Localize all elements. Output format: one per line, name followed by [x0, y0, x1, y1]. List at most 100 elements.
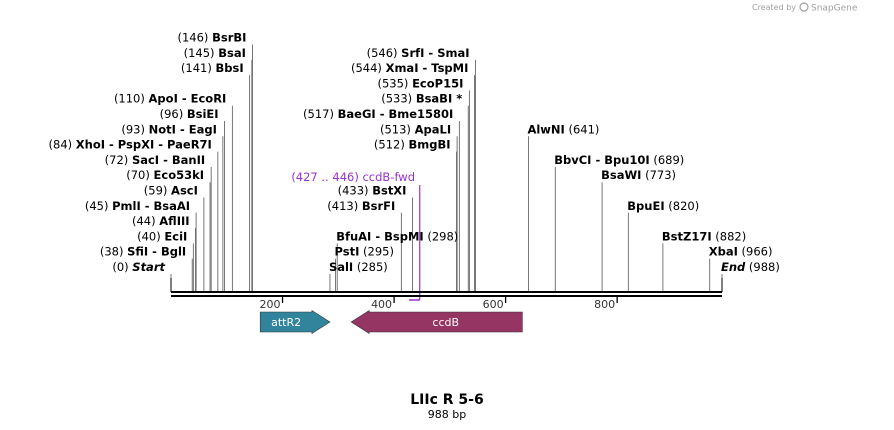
feature-label: ccdB: [432, 316, 459, 329]
sequence-backbone: [170, 278, 723, 297]
site-name: BbsI: [216, 61, 244, 75]
site-bstxi[interactable]: (433) BstXI: [338, 184, 407, 198]
feature-arrow: [350, 309, 523, 335]
site-bsai[interactable]: (145) BsaI: [184, 46, 246, 60]
site-end[interactable]: End (988): [721, 260, 780, 274]
site-apali[interactable]: (513) ApaLI: [380, 122, 451, 136]
site-position: (44): [132, 214, 159, 228]
site-position: (535): [377, 76, 412, 90]
site-name: ApaLI: [415, 122, 452, 136]
site-position: (298): [424, 229, 459, 243]
site-name: PstI: [335, 245, 360, 259]
site-position: (546): [367, 46, 402, 60]
site-xbai[interactable]: XbaI (966): [709, 245, 773, 259]
site-pmli-bsaai[interactable]: (45) PmlI - BsaAI: [85, 199, 190, 213]
feature-ccdb[interactable]: ccdB: [350, 309, 523, 335]
site-position: (96): [160, 107, 187, 121]
site-ecop15i[interactable]: (535) EcoP15I: [377, 76, 463, 90]
site-position: (517): [303, 107, 338, 121]
site-name: SrfI - SmaI: [401, 46, 469, 60]
site-position: (40): [137, 229, 164, 243]
site-position: (72): [105, 153, 132, 167]
plasmid-length: 988 bp: [428, 408, 466, 421]
site-position: (966): [738, 245, 773, 259]
site-name: EcoP15I: [412, 76, 463, 90]
site-name: BstZ17I: [662, 229, 712, 243]
site-position: (38): [100, 245, 127, 259]
site-ecii[interactable]: (40) EciI: [137, 229, 187, 243]
site-srfi-smai[interactable]: (546) SrfI - SmaI: [367, 46, 470, 60]
site-position: (141): [181, 61, 216, 75]
snapgene-logo-icon: [799, 2, 809, 12]
site-position: (988): [745, 260, 780, 274]
feature-label: attR2: [271, 316, 301, 329]
site-position: (820): [665, 199, 700, 213]
site-noti-eagi[interactable]: (93) NotI - EagI: [121, 122, 216, 136]
site-saci-banii[interactable]: (72) SacI - BanII: [105, 153, 205, 167]
site-bbvci-bpu10i[interactable]: BbvCI - Bpu10I (689): [554, 153, 684, 167]
site-position: (641): [565, 122, 600, 136]
site-position: (513): [380, 122, 415, 136]
site-psti[interactable]: PstI (295): [335, 245, 394, 259]
site-name: BpuEI: [627, 199, 664, 213]
site-position: (285): [353, 260, 388, 274]
site-apoi-ecori[interactable]: (110) ApoI - EcoRI: [114, 92, 226, 106]
site-xmai-tspmi[interactable]: (544) XmaI - TspMI: [351, 61, 468, 75]
site-bsrfi[interactable]: (413) BsrFI: [327, 199, 395, 213]
site-bpuei[interactable]: BpuEI (820): [627, 199, 699, 213]
site-name: AlwNI: [527, 122, 564, 136]
ruler-tick-label: 200: [260, 298, 281, 311]
site-eco53ki[interactable]: (70) Eco53kI: [126, 168, 204, 182]
site-name: BstXI: [372, 184, 406, 198]
site-bbsi[interactable]: (141) BbsI: [181, 61, 244, 75]
site-name: BaeGI - Bme1580I: [338, 107, 454, 121]
site-position: (110): [114, 92, 149, 106]
site-position: (93): [121, 122, 148, 136]
site-position: (146): [178, 31, 213, 45]
site-connector-lines: [170, 44, 723, 291]
site-name: ApoI - EcoRI: [149, 92, 227, 106]
site-name: BmgBI: [409, 138, 451, 152]
site-name: Start: [132, 260, 165, 274]
site-bsabi[interactable]: (533) BsaBI *: [381, 92, 462, 106]
primer-label: (427 .. 446) ccdB-fwd: [291, 170, 415, 184]
site-name: AscI: [171, 184, 198, 198]
site-alwni[interactable]: AlwNI (641): [527, 122, 599, 136]
site-name: End: [721, 260, 746, 274]
site-name: SalI: [329, 260, 353, 274]
primer-ccdb-fwd[interactable]: (427 .. 446) ccdB-fwd: [291, 170, 421, 301]
site-name: AflIII: [159, 214, 189, 228]
site-xhoi-pspxi-paer7i[interactable]: (84) XhoI - PspXI - PaeR7I: [49, 138, 212, 152]
site-bsiei[interactable]: (96) BsiEI: [160, 107, 219, 121]
feature-arrow: [259, 309, 331, 335]
feature-attr2[interactable]: attR2: [259, 309, 331, 335]
site-position: (45): [85, 199, 112, 213]
ruler-tick-label: 400: [371, 298, 392, 311]
site-name: BsaWI: [601, 168, 641, 182]
site-sali[interactable]: SalI (285): [329, 260, 388, 274]
site-position: (0): [112, 260, 132, 274]
site-bstz17i[interactable]: BstZ17I (882): [662, 229, 746, 243]
snapgene-logo: SnapGene: [799, 2, 858, 14]
site-name: BsiEI: [187, 107, 219, 121]
site-asci[interactable]: (59) AscI: [144, 184, 198, 198]
site-name: NotI - EagI: [149, 122, 217, 136]
site-bsrbi[interactable]: (146) BsrBI: [178, 31, 247, 45]
site-start[interactable]: (0) Start: [112, 260, 165, 274]
site-name: BfuAI - BspMI: [336, 229, 423, 243]
site-position: (433): [338, 184, 373, 198]
site-bfuai-bspmi[interactable]: BfuAI - BspMI (298): [336, 229, 458, 243]
credit-text: Created by: [752, 3, 796, 12]
site-labels: (0) Start(38) SfiI - BglI (40) EciI(44) A…: [49, 31, 780, 275]
site-sfii-bgli[interactable]: (38) SfiI - BglI: [100, 245, 186, 259]
site-afliii[interactable]: (44) AflIII: [132, 214, 190, 228]
site-baegi-bme1580i[interactable]: (517) BaeGI - Bme1580I: [303, 107, 453, 121]
site-bsawi[interactable]: BsaWI (773): [601, 168, 676, 182]
ruler-tick-label: 600: [483, 298, 504, 311]
brand-text: SnapGene: [811, 4, 858, 14]
site-bmgbi[interactable]: (512) BmgBI: [374, 138, 451, 152]
site-name: XmaI - TspMI: [386, 61, 469, 75]
site-name: BsrFI: [362, 199, 395, 213]
